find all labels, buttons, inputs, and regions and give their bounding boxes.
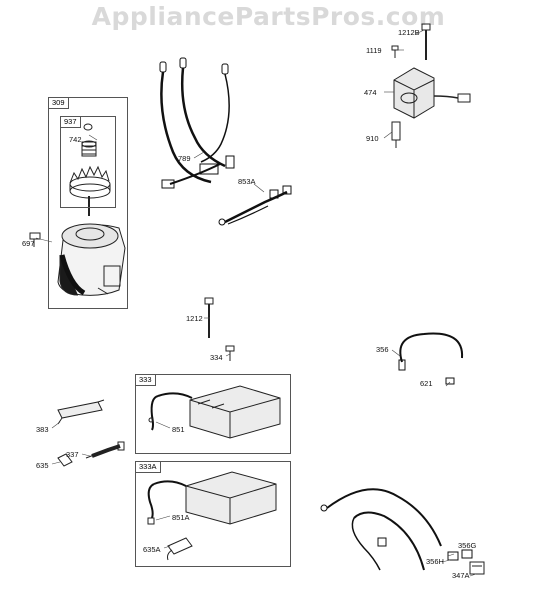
group-label-937: 937 xyxy=(60,116,81,128)
bolt-1212B xyxy=(421,23,431,60)
wire-harness-789 xyxy=(159,57,235,189)
group-label-333: 333 xyxy=(135,374,156,386)
group-box-333A: 333A xyxy=(135,461,291,567)
group-label-309: 309 xyxy=(48,97,69,109)
group-box-309: 309 xyxy=(48,97,128,309)
callout-347A: 347A xyxy=(452,571,470,580)
callout-1212B: 1212B xyxy=(398,28,420,37)
armature-333A xyxy=(147,471,277,525)
callout-356G: 356G xyxy=(458,541,477,550)
callout-853A: 853A xyxy=(238,177,256,186)
bolt-334 xyxy=(225,345,235,361)
callout-851A: 851A xyxy=(172,513,190,522)
callout-474: 474 xyxy=(364,88,377,97)
callout-356H: 356H xyxy=(426,557,444,566)
callout-383: 383 xyxy=(36,425,49,434)
callout-742: 742 xyxy=(69,135,82,144)
callout-621: 621 xyxy=(420,379,433,388)
starter-gear-part xyxy=(69,123,111,216)
tool-383 xyxy=(57,399,105,425)
callout-1212: 1212 xyxy=(186,314,203,323)
bolt-1212 xyxy=(204,297,214,338)
callout-789: 789 xyxy=(178,154,191,163)
callout-851: 851 xyxy=(172,425,185,434)
armature-333 xyxy=(148,385,281,439)
callout-697: 697 xyxy=(22,239,35,248)
callout-356: 356 xyxy=(376,345,389,354)
wire-356 xyxy=(398,332,464,385)
screw-1119 xyxy=(391,45,399,58)
spark-plug-337 xyxy=(85,441,125,459)
callout-334: 334 xyxy=(210,353,223,362)
callout-635: 635 xyxy=(36,461,49,470)
callout-1119: 1119 xyxy=(366,46,382,55)
callout-910: 910 xyxy=(366,134,379,143)
clip-347A xyxy=(469,561,485,575)
boot-635 xyxy=(57,453,73,467)
group-label-333A: 333A xyxy=(135,461,161,473)
wire-853A xyxy=(218,185,292,226)
spacer-910 xyxy=(391,121,401,148)
module-474 xyxy=(393,67,471,119)
group-box-937: 937 xyxy=(60,116,116,208)
wire-harness-356G-356H xyxy=(320,488,473,571)
callout-635A: 635A xyxy=(143,545,161,554)
watermark: AppliancePartsPros.com xyxy=(91,2,446,31)
callout-337: 337 xyxy=(66,450,79,459)
starter-motor-part xyxy=(57,223,126,296)
clip-635A xyxy=(167,537,193,561)
group-box-333: 333 xyxy=(135,374,291,454)
